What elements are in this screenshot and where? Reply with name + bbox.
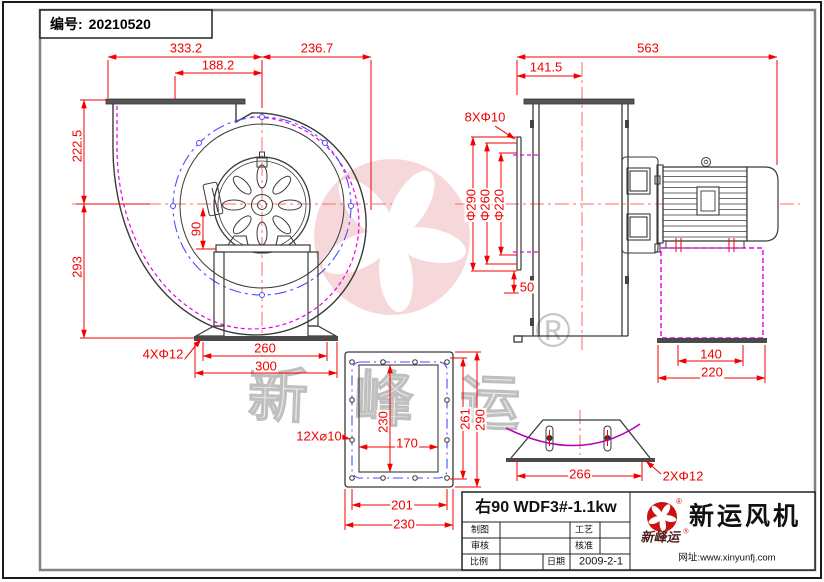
- dim-flange-inner-width: 170: [395, 435, 419, 451]
- dim-side-offset: 50: [518, 279, 536, 295]
- scale-label: 比例: [469, 556, 489, 567]
- review-label: 审核: [470, 540, 490, 551]
- brand-name: 新运风机: [688, 502, 802, 531]
- dim-bracket-width: 266: [568, 466, 592, 482]
- dim-side-dia-outer: Φ290: [463, 187, 479, 223]
- logo-registered-mark: ®: [676, 497, 682, 506]
- drawing-title: 右90 WDF3#-1.1kw: [475, 499, 617, 516]
- dim-side-length-total: 563: [636, 40, 660, 56]
- date-label: 日期: [546, 556, 566, 567]
- dim-front-base-outer: 300: [254, 358, 278, 374]
- dim-front-width-right: 236.7: [299, 40, 335, 56]
- dim-flange-bolt-width: 201: [390, 497, 414, 513]
- dim-front-height-lower: 293: [69, 255, 85, 279]
- dim-front-width-total: 333.2: [168, 40, 204, 56]
- dim-front-base-inner: 260: [253, 340, 277, 356]
- brand-website: 网址:www.xinyunfj.com: [678, 552, 776, 564]
- brand-signature: 新峰运: [640, 530, 680, 546]
- dim-flange-outer-width: 230: [392, 516, 416, 532]
- dim-front-width-inner: 188.2: [200, 57, 236, 73]
- dim-flange-outer-height: 290: [472, 408, 488, 432]
- dim-flange-inner-height: 230: [375, 410, 391, 434]
- drawing-number-label: 编号:: [50, 16, 83, 32]
- dim-side-dia-inner: Φ220: [491, 187, 507, 223]
- date-value: 2009-2-1: [578, 555, 624, 568]
- dim-side-foot-outer: 220: [700, 364, 724, 380]
- dim-front-hub-offset: 90: [188, 220, 204, 238]
- approve-label: 核准: [574, 540, 594, 551]
- dim-side-inlet-depth: 141.5: [528, 59, 564, 75]
- dim-side-dia-bolt: Φ260: [477, 187, 493, 223]
- dim-bracket-holes: 2XΦ12: [661, 468, 705, 484]
- signature-registered-mark: ®: [683, 528, 689, 536]
- dim-side-inlet-holes: 8XΦ10: [463, 109, 507, 125]
- dim-front-base-holes: 4XΦ12: [141, 346, 185, 362]
- dim-front-height-upper: 222.5: [69, 128, 85, 164]
- dim-flange-bolt-height: 261: [457, 407, 473, 431]
- draft-label: 制图: [470, 524, 490, 535]
- dim-flange-holes: 12X⌀10: [295, 428, 343, 444]
- process-label: 工艺: [574, 524, 594, 535]
- drawing-number: 编号: 20210520: [42, 11, 218, 37]
- drawing-number-value: 20210520: [88, 16, 151, 32]
- dim-side-foot-inner: 140: [699, 346, 723, 362]
